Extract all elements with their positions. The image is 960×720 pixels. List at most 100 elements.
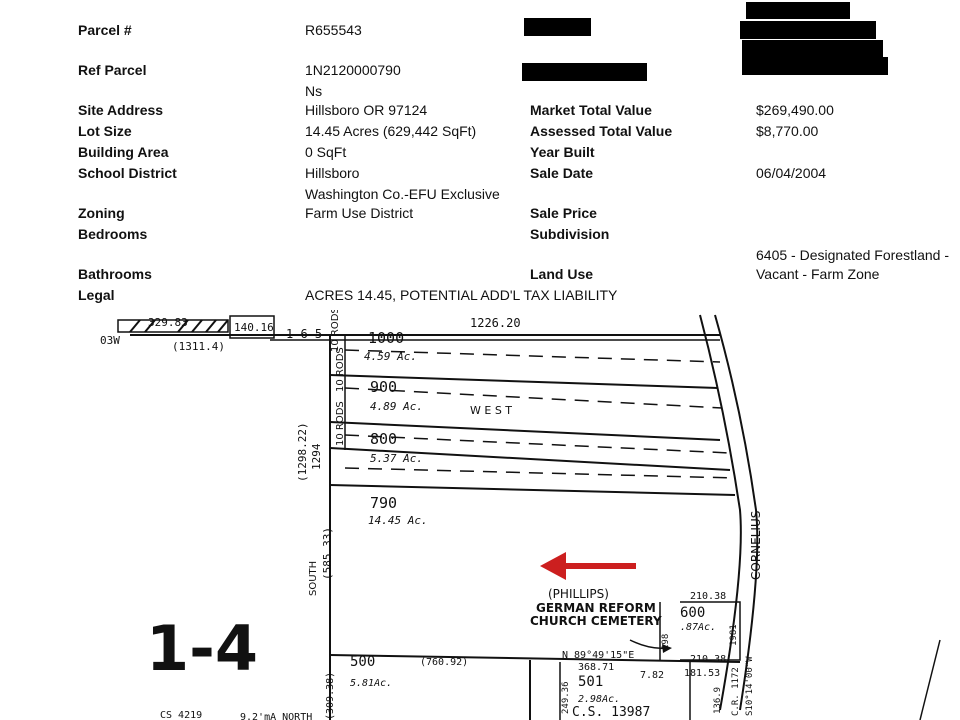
redaction-block [742,57,888,75]
dim-210a: 210.38 [690,591,726,602]
dim-1369: 136.9 [713,687,723,714]
cs-13987: C.S. 13987 [572,705,650,720]
subdivision-label: Subdivision [530,226,610,242]
dim-1298: (1298.22) [296,422,309,482]
lot-600-acres: .87Ac. [680,622,716,633]
legal-label: Legal [78,287,115,303]
assessed-total-label: Assessed Total Value [530,123,673,139]
rods-label: 10 RODS [335,347,346,392]
site-address-value: Hillsboro OR 97124 [305,102,428,118]
tax-map: 329.83 140.16 1 6 5 (1311.4) 03W 1226.20… [100,310,941,720]
hatch-box [117,319,229,333]
rods-label: 10 RODS [335,401,346,446]
hatch-mark [129,319,141,333]
building-area-label: Building Area [78,144,169,160]
building-area-value: 0 SqFt [305,144,347,160]
sale-date-label: Sale Date [530,165,594,181]
land-use-label: Land Use [530,266,594,282]
cemetery-label-1: GERMAN REFORM [536,601,656,615]
road-line [714,314,759,711]
lot-line [329,421,721,441]
land-use-value-line2: Vacant - Farm Zone [756,266,880,282]
lot-500-acres: 5.81Ac. [350,678,392,689]
dashed-line [344,467,736,479]
lot-900-acres: 4.89 Ac. [370,400,423,413]
sale-date-value: 06/04/2004 [756,165,827,181]
bathrooms-label: Bathrooms [78,266,152,282]
assessed-total-value: $8,770.00 [756,123,819,139]
bearing-2: S10°14'00"W [745,656,755,716]
land-use-value-line1: 6405 - Designated Forestland - [756,247,949,263]
lot-800: 800 [370,430,397,448]
dim-165: 1 6 5 [286,327,322,341]
dim-329: 329.83 [148,316,188,329]
lot-size-label: Lot Size [78,123,132,139]
hatch-mark [144,319,156,333]
parcel-value: R655543 [305,22,362,38]
lot-line [329,374,719,389]
lot-size-value: 14.45 Acres (629,442 SqFt) [305,123,477,139]
rods-label: 10 RODS [330,310,341,352]
cemetery-parcel [680,601,741,661]
dim-140: 140.16 [234,321,274,334]
dashed-line [344,434,731,454]
bearing-label: N 89°49'15"E [562,650,634,661]
section-label: 1-4 [146,612,258,685]
dim-198: 198 [661,634,671,650]
dashed-line [344,349,721,363]
parcel-label: Parcel # [78,22,132,38]
dim-1226: 1226.20 [470,316,521,330]
dim-181: 181.53 [684,668,720,679]
school-district-value: Hillsboro [305,165,360,181]
dimension-box [229,315,275,339]
ref-parcel-value: 1N2120000790 [305,62,401,78]
lot-600: 600 [680,605,705,621]
lot-501: 501 [578,674,603,690]
school-district-label: School District [78,165,177,181]
zoning-label: Zoning [78,205,125,221]
lot-500: 500 [350,654,375,670]
site-address-label: Site Address [78,102,164,118]
dim-368: 368.71 [578,662,614,673]
lot-790-acres: 14.45 Ac. [368,514,428,527]
ref-parcel-label: Ref Parcel [78,62,147,78]
hatch-mark [217,319,229,333]
dim-760: (760.92) [420,657,468,668]
redaction-block [746,2,850,19]
lot-800-acres: 5.37 Ac. [370,452,423,465]
redaction-block [524,18,591,36]
road-line [919,639,941,720]
red-arrow-icon [540,552,636,580]
lot-line [329,447,731,471]
legal-value: ACRES 14.45, POTENTIAL ADD'L TAX LIABILI… [305,287,618,303]
dim-782: 7.82 [640,670,664,681]
lot-900: 900 [370,378,397,396]
redaction-block [522,63,647,81]
ref-parcel-value-2: Ns [305,83,323,99]
lot-line [329,484,736,496]
phillips-label: (PHILLIPS) [548,587,609,601]
market-total-value: $269,490.00 [756,102,834,118]
dim-585: (585.33) [321,527,334,580]
dim-1981: 1981 [729,624,739,646]
lot-1000: 1000 [368,329,404,347]
lot-790: 790 [370,494,397,512]
road-line [699,314,742,711]
cemetery-label-2: CHURCH CEMETERY [530,614,662,628]
hatch-mark [177,319,189,333]
south-label: SOUTH [308,561,319,596]
lot-line [329,654,741,663]
lot-501-acres: 2.98Ac. [578,694,620,705]
market-total-label: Market Total Value [530,102,652,118]
dim-1294: 1294 [310,443,323,470]
west-label: W E S T [470,404,512,417]
hatch-mark [205,319,217,333]
redaction-block [742,40,883,57]
cornelius-label: CORNELIUS [749,511,763,580]
cr-1172: C.R. 1172 [731,667,741,716]
lot-1000-acres: 4.59 Ac. [364,350,417,363]
label-03w: 03W [100,334,120,347]
sale-price-label: Sale Price [530,205,597,221]
dim-1311: (1311.4) [172,340,225,353]
pointer-arrowhead [662,644,672,653]
